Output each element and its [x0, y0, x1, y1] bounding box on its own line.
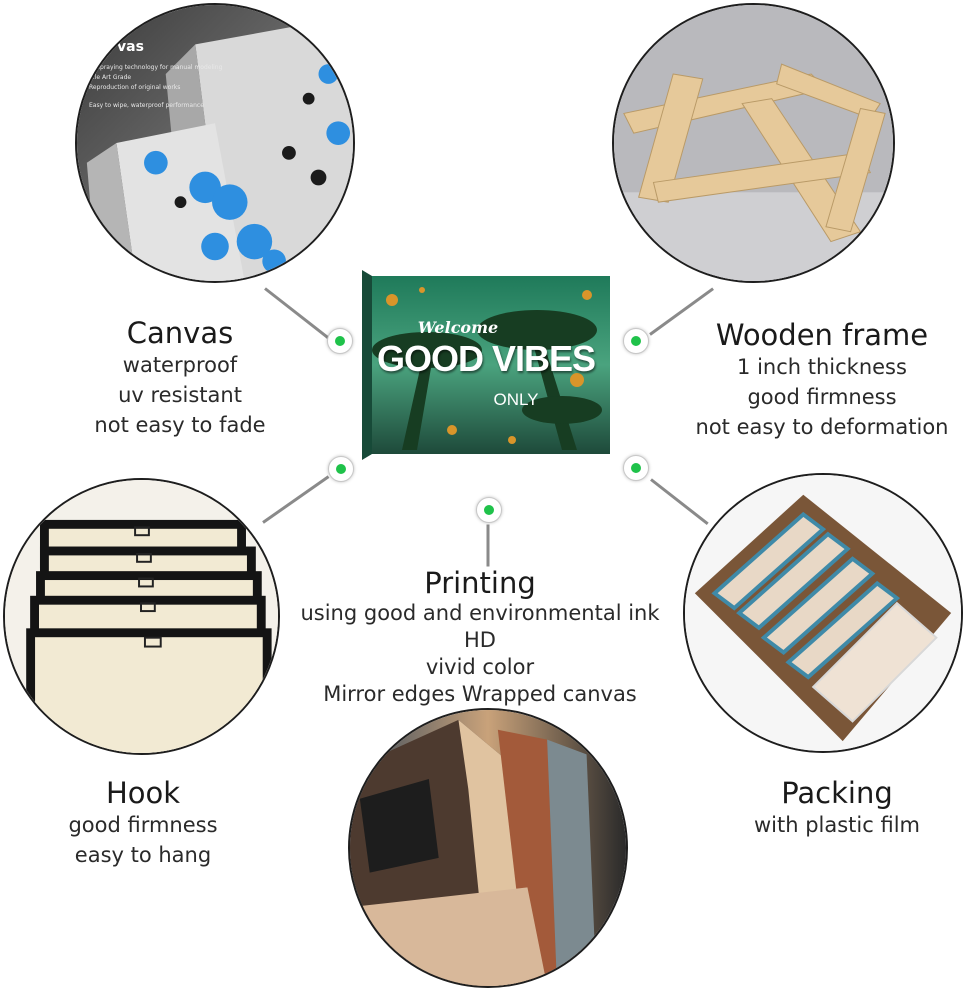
connector-packing — [650, 478, 709, 526]
canvas-line: waterproof — [122, 353, 238, 377]
connector-hook — [262, 475, 330, 524]
canvas-line: not easy to fade — [94, 413, 266, 437]
canvas-photo-line: Easy to wipe, waterproof performance — [89, 102, 204, 109]
canvas-photo-caption: vas — [117, 39, 144, 55]
product-subline-text: ONLY — [493, 390, 539, 409]
printing-line: using good and environmental ink — [300, 601, 660, 625]
canvas-line: uv resistant — [118, 383, 242, 407]
product-welcome-text: Welcome — [417, 318, 499, 337]
canvas-title: Canvas — [126, 316, 234, 350]
packing-line: with plastic film — [753, 813, 920, 837]
frame-marker-dot — [623, 328, 649, 354]
printing-line: HD — [464, 628, 496, 652]
connector-printing — [486, 524, 490, 567]
hook-marker-dot — [328, 456, 354, 482]
packing-title: Packing — [781, 776, 893, 810]
canvas-photo-line: ...le Art Grade — [89, 74, 132, 81]
canvas-marker-dot — [327, 328, 353, 354]
canvas-photo-line: ...-spraying technology for manual model… — [89, 64, 223, 71]
frame-photo — [612, 3, 895, 283]
hook-feature: Hook good firmness easy to hang — [40, 776, 246, 870]
product-canvas-image: Welcome GOOD VIBES ONLY — [362, 270, 610, 460]
frame-line: not easy to deformation — [695, 415, 949, 439]
printing-marker-dot — [476, 497, 502, 523]
packing-photo — [683, 473, 963, 753]
frame-feature: Wooden frame 1 inch thickness good firmn… — [686, 318, 958, 442]
printing-line: Mirror edges Wrapped canvas — [323, 682, 637, 706]
hook-line: good firmness — [68, 813, 218, 837]
printing-feature: Printing using good and environmental in… — [288, 566, 672, 708]
packing-feature: Packing with plastic film — [730, 776, 944, 840]
hook-line: easy to hang — [74, 843, 212, 867]
frame-line: good firmness — [747, 385, 897, 409]
printing-title: Printing — [424, 566, 536, 600]
frame-line: 1 inch thickness — [737, 355, 907, 379]
printing-line: vivid color — [425, 655, 535, 679]
hook-photo — [3, 478, 280, 755]
canvas-photo: vas ...-spraying technology for manual m… — [75, 3, 355, 283]
packing-marker-dot — [623, 455, 649, 481]
printing-photo — [348, 708, 628, 988]
canvas-photo-line: Reproduction of original works — [89, 84, 181, 91]
frame-title: Wooden frame — [715, 318, 929, 352]
product-headline-text: GOOD VIBES — [376, 338, 596, 379]
hook-title: Hook — [105, 776, 181, 810]
canvas-feature: Canvas waterproof uv resistant not easy … — [60, 316, 300, 440]
